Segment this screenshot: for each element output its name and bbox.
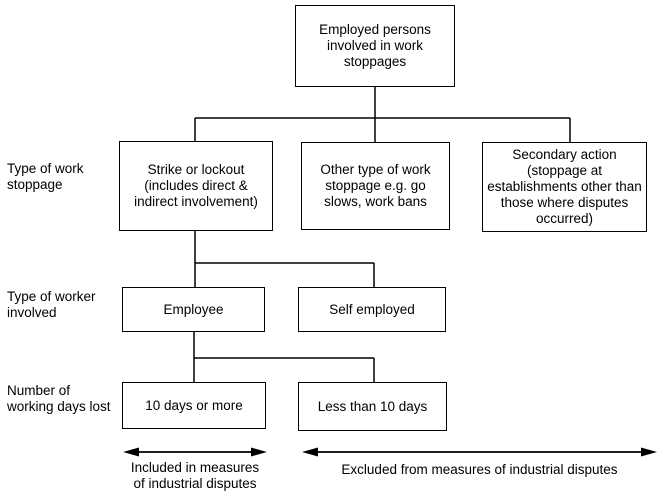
excluded-range-arrow xyxy=(302,447,657,457)
node-ten-days-or-more: 10 days or more xyxy=(122,382,266,429)
node-less-than-ten-days: Less than 10 days xyxy=(298,382,447,431)
arrowhead-right-icon xyxy=(251,447,267,457)
node-employee: Employee xyxy=(122,287,265,332)
arrowhead-left-icon xyxy=(302,447,318,457)
row-label-type-of-work-stoppage: Type of work stoppage xyxy=(7,161,84,192)
node-strike-or-lockout: Strike or lockout (includes direct & ind… xyxy=(119,141,273,231)
node-other-type-of-work-stoppage: Other type of work stoppage e.g. go slow… xyxy=(301,142,450,230)
included-range-arrow xyxy=(123,447,267,457)
node-self-employed: Self employed xyxy=(298,287,446,332)
row-label-type-of-worker-involved: Type of worker involved xyxy=(7,289,96,320)
node-employed-persons: Employed persons involved in work stoppa… xyxy=(295,5,455,87)
excluded-range-caption: Excluded from measures of industrial dis… xyxy=(341,462,618,477)
included-range-caption: Included in measures of industrial dispu… xyxy=(130,460,260,491)
node-secondary-action: Secondary action (stoppage at establishm… xyxy=(482,142,647,232)
row-label-number-of-working-days-lost: Number of working days lost xyxy=(7,383,111,414)
arrowhead-right-icon xyxy=(641,447,657,457)
arrowhead-left-icon xyxy=(123,447,139,457)
